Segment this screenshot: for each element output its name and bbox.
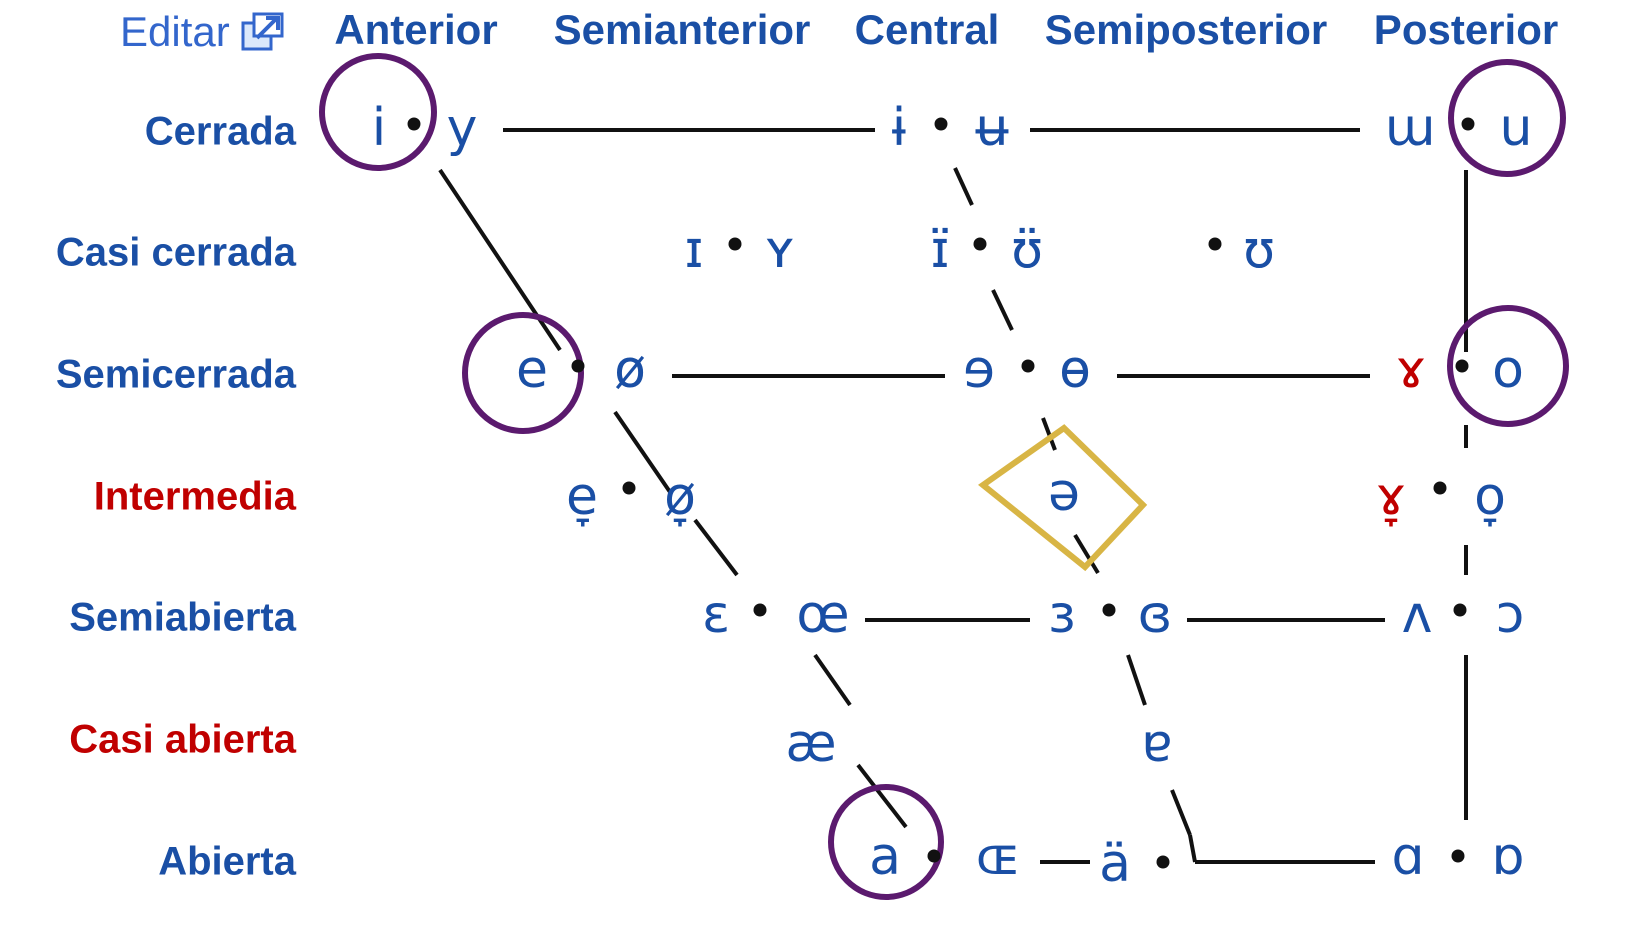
vowel-rams-horn[interactable]: ɤ <box>1395 340 1427 400</box>
pair-dot <box>753 603 767 617</box>
vowel-lowered-rams-horn[interactable]: ɤ̞ <box>1375 467 1407 527</box>
vowel-oe-ligature[interactable]: œ <box>796 585 850 645</box>
front-edge-2 <box>613 410 672 494</box>
highlight-circle-e <box>462 312 584 434</box>
pair-dot <box>728 237 742 251</box>
vowel-unrounded-u[interactable]: ɯ <box>1384 98 1436 158</box>
row-header-semiabierta[interactable]: Semiabierta <box>69 595 296 640</box>
vowel-u[interactable]: u <box>1499 98 1533 158</box>
vowel-turned-a[interactable]: ɐ <box>1141 714 1173 774</box>
pair-dot <box>1461 117 1475 131</box>
vowel-ash[interactable]: æ <box>785 714 837 774</box>
pair-dot <box>1102 603 1116 617</box>
vowel-lowered-e[interactable]: e̞ <box>566 467 598 527</box>
vowel-schwa[interactable]: ə <box>1048 463 1080 523</box>
central-edge-6 <box>1170 789 1192 836</box>
central-edge-5 <box>1126 654 1147 706</box>
vowel-barred-u[interactable]: ʉ <box>975 98 1009 158</box>
vowel-small-cap-y[interactable]: ʏ <box>764 220 796 280</box>
vowel-barred-o[interactable]: ɵ <box>1059 340 1091 400</box>
pair-dot <box>1433 481 1447 495</box>
vowel-centralized-i[interactable]: ɪ̈ <box>930 220 950 280</box>
vowel-i[interactable]: i <box>371 98 387 158</box>
col-header-anterior[interactable]: Anterior <box>334 6 498 53</box>
vowel-turned-v[interactable]: ʌ <box>1401 585 1433 645</box>
central-edge-2 <box>991 289 1014 331</box>
row-header-casi-abierta[interactable]: Casi abierta <box>69 717 296 762</box>
pair-dot <box>1451 849 1465 863</box>
row-header-cerrada[interactable]: Cerrada <box>144 109 296 154</box>
vowel-e[interactable]: e <box>516 340 548 400</box>
pair-dot <box>622 481 636 495</box>
vowel-lowered-o-slash[interactable]: ø̞ <box>664 467 696 527</box>
vowel-centralized-upsilon[interactable]: ʊ̈ <box>1010 220 1044 280</box>
central-edge-1 <box>953 167 974 206</box>
vowel-open-o[interactable]: ɔ <box>1495 585 1525 645</box>
central-edge-7 <box>1188 834 1197 863</box>
col-header-posterior[interactable]: Posterior <box>1373 6 1559 53</box>
pair-dot <box>1453 603 1467 617</box>
vowel-script-a[interactable]: ɑ <box>1391 827 1425 887</box>
vowel-o-slash[interactable]: ø <box>614 340 646 400</box>
vowel-y[interactable]: y <box>446 98 478 158</box>
col-header-semianterior[interactable]: Semianterior <box>553 6 811 53</box>
row-header-semicerrada[interactable]: Semicerrada <box>55 352 296 397</box>
front-edge-5 <box>856 763 908 829</box>
highlight-circle-u <box>1448 59 1566 177</box>
pair-dot <box>927 849 941 863</box>
vowel-a[interactable]: a <box>869 827 901 887</box>
pair-dot <box>407 117 421 131</box>
central-edge-4 <box>1073 533 1100 575</box>
vowel-open-e[interactable]: ɛ <box>701 585 731 645</box>
pair-dot <box>973 237 987 251</box>
vowel-centralized-a[interactable]: ä <box>1099 834 1131 894</box>
col-header-central[interactable]: Central <box>854 6 1000 53</box>
edit-link[interactable]: Editar <box>120 8 286 56</box>
vowel-turned-script-a[interactable]: ɒ <box>1491 827 1525 887</box>
pair-dot <box>934 117 948 131</box>
highlight-circle-i <box>319 53 437 171</box>
vowel-reversed-open-e[interactable]: ɜ <box>1048 585 1076 645</box>
highlight-circle-a <box>828 784 944 900</box>
row-header-casi-cerrada[interactable]: Casi cerrada <box>55 230 296 275</box>
vowel-barred-i[interactable]: ɨ <box>891 98 907 158</box>
pair-dot <box>1156 855 1170 869</box>
vowel-reversed-e[interactable]: ɘ <box>963 340 995 400</box>
vowel-upsilon[interactable]: ʊ <box>1242 220 1276 280</box>
highlight-circle-o <box>1447 305 1569 427</box>
highlight-diamond-schwa <box>978 424 1148 572</box>
external-edit-icon[interactable] <box>240 11 286 53</box>
pair-dot <box>1208 237 1222 251</box>
vowel-o[interactable]: o <box>1492 340 1524 400</box>
vowel-small-cap-oe[interactable]: ɶ <box>975 827 1021 887</box>
col-header-semiposterior[interactable]: Semiposterior <box>1044 6 1328 53</box>
row-header-abierta[interactable]: Abierta <box>158 839 296 884</box>
pair-dot <box>571 359 585 373</box>
front-edge-3 <box>693 518 739 577</box>
pair-dot <box>1455 359 1469 373</box>
pair-dot <box>1021 359 1035 373</box>
vowel-small-cap-i[interactable]: ɪ <box>684 220 704 280</box>
central-edge-3 <box>1041 417 1057 451</box>
edit-label[interactable]: Editar <box>120 8 230 55</box>
vowel-closed-reversed-open-e[interactable]: ɞ <box>1137 585 1173 645</box>
row-header-intermedia[interactable]: Intermedia <box>93 474 296 519</box>
vowel-lowered-o[interactable]: o̞ <box>1474 467 1506 527</box>
front-edge-4 <box>813 653 852 707</box>
